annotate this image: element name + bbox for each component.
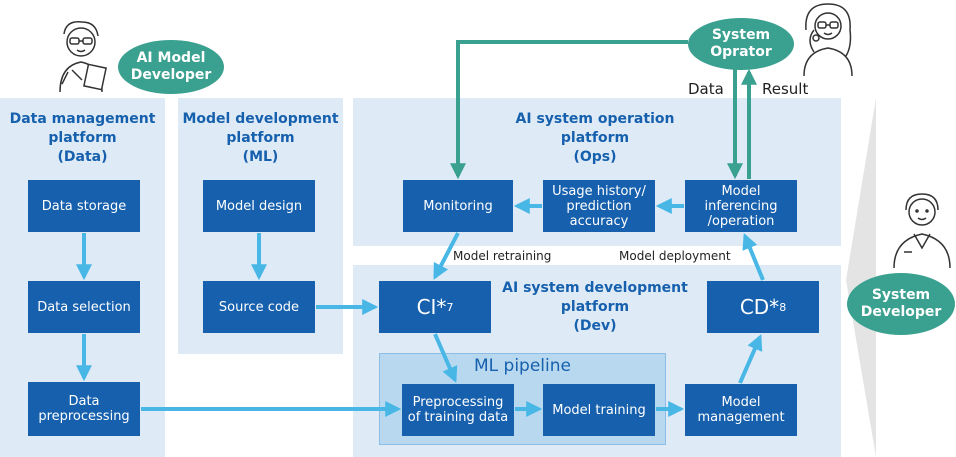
ops-platform-title: AI system operation platform (Ops) <box>515 111 675 165</box>
source-code-box: Source code <box>203 281 315 333</box>
system-operator-illustration-icon <box>803 3 853 77</box>
model-deployment-label: Model deployment <box>619 249 731 263</box>
arrow-management-to-cd <box>738 334 763 384</box>
ai-developer-illustration-icon <box>59 21 107 93</box>
ci-footnote: 7 <box>446 300 454 314</box>
data-platform-title: Data management platform (Data) <box>9 111 156 165</box>
ci-label: CI* <box>416 294 447 319</box>
data-preprocessing-box: Data preprocessing <box>28 382 140 436</box>
model-retraining-label: Model retraining <box>453 249 552 263</box>
arrow-ci-to-pipeline <box>433 333 458 383</box>
model-management-box: Model management <box>685 384 797 436</box>
preprocessing-training-box: Preprocessing of training data <box>402 384 514 436</box>
cd-box: CD*8 <box>707 281 819 333</box>
ml-pipeline-title: ML pipeline <box>474 356 571 376</box>
data-storage-box: Data storage <box>28 180 140 232</box>
cd-label: CD* <box>739 294 780 319</box>
result-label: Result <box>762 80 809 98</box>
data-selection-box: Data selection <box>28 281 140 333</box>
ci-box: CI*7 <box>379 281 491 333</box>
arrow-monitoring-to-ci <box>433 232 460 280</box>
model-inferencing-box: Model inferencing /operation <box>685 180 797 232</box>
dev-platform-title: AI system development platform (Dev) <box>502 280 688 334</box>
model-design-box: Model design <box>203 180 315 232</box>
ai-model-developer-bubble: AI Model Developer <box>118 40 224 94</box>
arrow-operator-to-monitoring <box>450 40 688 180</box>
system-developer-bubble: System Developer <box>847 273 955 335</box>
model-training-box: Model training <box>543 384 655 436</box>
usage-history-box: Usage history/ prediction accuracy <box>543 180 655 232</box>
data-label: Data <box>688 80 724 98</box>
cd-footnote: 8 <box>779 300 787 314</box>
ml-platform-title: Model development platform (ML) <box>182 111 339 165</box>
system-operator-bubble: System Oprator <box>688 18 794 70</box>
monitoring-box: Monitoring <box>403 180 513 232</box>
system-developer-illustration-icon <box>893 193 951 269</box>
arrow-cd-to-inferencing <box>742 233 765 281</box>
